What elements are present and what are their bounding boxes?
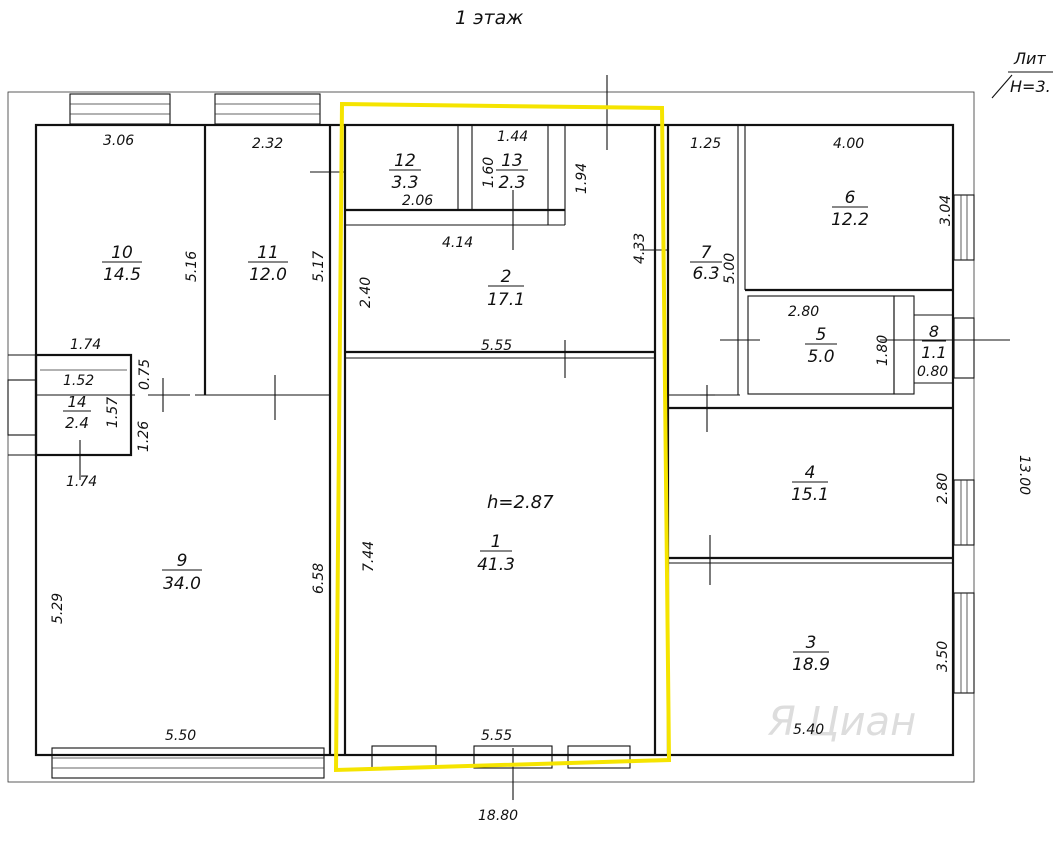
dim-label: 5.55 [481, 338, 512, 354]
dim-label: 4.33 [632, 233, 648, 264]
dim-label: 2.06 [402, 193, 433, 209]
room-5-area: 5.0 [807, 347, 834, 367]
dim-label: 1.25 [690, 136, 721, 152]
room-5-number: 5 [816, 325, 827, 345]
corner-label: Лит H=3. [991, 49, 1053, 99]
floor-title: 1 этаж [455, 7, 523, 29]
dim-label: 7.44 [361, 541, 377, 572]
room-5: 5 5.0 [805, 325, 837, 367]
room-1-area: 41.3 [477, 555, 515, 575]
room-12-area: 3.3 [391, 173, 418, 193]
dim-label: 5.17 [311, 251, 327, 282]
room-7-area: 6.3 [692, 264, 719, 284]
windows [7, 93, 975, 779]
ceiling-height: h=2.87 [487, 492, 554, 513]
room-11: 11 12.0 [248, 243, 288, 285]
room-12: 12 3.3 [389, 151, 421, 193]
dim-label: 5.40 [793, 722, 824, 738]
dim-label: 1.80 [875, 335, 891, 366]
dim-label: 5.29 [50, 593, 66, 624]
room-7: 7 6.3 [690, 243, 722, 284]
interior-walls [34, 125, 953, 755]
dim-label: 5.55 [481, 728, 512, 744]
overall-width: 13.00 [1016, 455, 1032, 495]
room-1-number: 1 [491, 532, 502, 552]
dim-label: 3.04 [938, 195, 954, 226]
dim-label: 1.74 [66, 474, 97, 490]
dim-label: 0.80 [917, 364, 948, 380]
dim-label: 1.94 [574, 163, 590, 194]
room-4: 4 15.1 [791, 463, 829, 505]
dim-label: 2.32 [252, 136, 283, 152]
dim-label: 2.40 [358, 277, 374, 308]
highlight-outline [333, 101, 672, 773]
room-14: 14 2.4 [63, 393, 91, 432]
dim-label: 2.80 [788, 304, 819, 320]
room-14-number: 14 [67, 393, 86, 411]
room-2: 2 17.1 [487, 267, 525, 310]
room-10: 10 14.5 [102, 243, 142, 285]
room-3: 3 18.9 [792, 633, 830, 675]
room-2-area: 17.1 [487, 290, 525, 310]
dim-label: 1.52 [63, 373, 94, 389]
dim-label: 1.26 [136, 421, 152, 452]
dim-label: 1.60 [481, 157, 497, 188]
room-9-area: 34.0 [163, 574, 201, 594]
dim-label: 4.14 [442, 235, 473, 251]
room-13-number: 13 [501, 151, 523, 171]
room-8: 8 1.1 [921, 322, 946, 362]
room-3-area: 18.9 [792, 655, 830, 675]
dim-label: 0.75 [137, 359, 153, 390]
corner-label-line1: Лит [1013, 49, 1046, 68]
room-3-number: 3 [806, 633, 817, 653]
room-12-number: 12 [394, 151, 416, 171]
dim-label: 5.50 [165, 728, 196, 744]
room-1: 1 41.3 [477, 532, 515, 575]
room-7-number: 7 [701, 243, 712, 263]
room-6-area: 12.2 [831, 210, 869, 230]
room-6-number: 6 [845, 188, 856, 208]
room-11-number: 11 [257, 243, 279, 263]
dim-label: 5.00 [722, 253, 738, 284]
outer-walls [7, 91, 975, 783]
dim-label: 6.58 [311, 563, 327, 594]
dim-label: 1.44 [497, 129, 528, 145]
room-13: 13 2.3 [496, 151, 528, 193]
door-marks [79, 75, 1010, 800]
room-2-number: 2 [501, 267, 512, 287]
room-9: 9 34.0 [162, 551, 202, 594]
room-8-number: 8 [929, 322, 939, 341]
corner-label-line2: H=3. [1010, 77, 1051, 96]
dim-label: 1.74 [70, 337, 101, 353]
dim-label: 1.57 [105, 397, 121, 428]
room-6: 6 12.2 [831, 188, 869, 230]
dim-label: 4.00 [833, 136, 864, 152]
room-13-area: 2.3 [498, 173, 525, 193]
room-14-area: 2.4 [65, 414, 89, 432]
room-9-number: 9 [177, 551, 188, 571]
room-8-area: 1.1 [921, 343, 946, 362]
watermark: Я Циан [767, 699, 916, 745]
dim-label: 3.06 [103, 133, 134, 149]
room-10-number: 10 [111, 243, 133, 263]
dim-label: 5.16 [184, 251, 200, 282]
room-10-area: 14.5 [103, 265, 141, 285]
room-11-area: 12.0 [249, 265, 287, 285]
dim-label: 3.50 [935, 641, 951, 672]
room-labels: 1 41.3 2 17.1 3 18.9 4 15.1 5 5.0 6 12.2 [63, 151, 947, 675]
dimension-labels: 3.06 2.32 1.44 1.25 4.00 5.16 5.17 2.06 … [50, 129, 954, 744]
room-4-number: 4 [805, 463, 816, 483]
room-4-area: 15.1 [791, 485, 829, 505]
dim-label: 2.80 [935, 473, 951, 504]
overall-length: 18.80 [478, 808, 518, 824]
